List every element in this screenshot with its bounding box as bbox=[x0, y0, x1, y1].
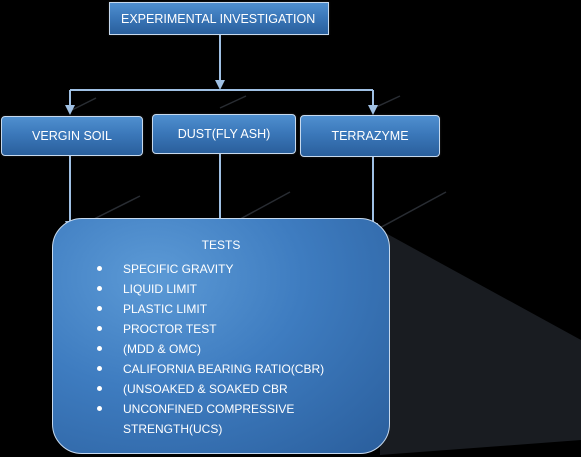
dust-fly-ash-label: DUST(FLY ASH) bbox=[177, 127, 271, 141]
tests-panel: TESTS SPECIFIC GRAVITY LIQUID LIMIT PLAS… bbox=[52, 218, 390, 454]
bullet-icon bbox=[97, 386, 102, 391]
terrazyme-box: TERRAZYME bbox=[300, 115, 440, 157]
vergin-soil-label: VERGIN SOIL bbox=[32, 129, 112, 143]
bullet-icon bbox=[97, 306, 102, 311]
bullet-icon bbox=[97, 266, 102, 271]
experimental-investigation-label: EXPERIMENTAL INVESTIGATION bbox=[121, 11, 316, 26]
experimental-investigation-box: EXPERIMENTAL INVESTIGATION bbox=[109, 2, 329, 35]
test-item-label: PROCTOR TEST bbox=[123, 322, 217, 336]
test-item: PLASTIC LIMIT bbox=[97, 299, 377, 319]
test-item: (UNSOAKED & SOAKED CBR bbox=[97, 379, 377, 399]
test-item-label: LIQUID LIMIT bbox=[123, 282, 198, 296]
shadow-streak bbox=[71, 97, 97, 111]
arrowhead bbox=[215, 80, 225, 90]
arrowhead bbox=[65, 105, 75, 115]
test-item: CALIFORNIA BEARING RATIO(CBR) bbox=[97, 359, 377, 379]
shadow-streak bbox=[219, 95, 247, 109]
bullet-icon bbox=[97, 346, 102, 351]
arrowhead bbox=[368, 105, 378, 115]
dust-fly-ash-box: DUST(FLY ASH) bbox=[152, 114, 296, 154]
test-item: SPECIFIC GRAVITY bbox=[97, 259, 377, 279]
tests-title: TESTS bbox=[201, 238, 241, 252]
test-item-label: CALIFORNIA BEARING RATIO(CBR) bbox=[123, 362, 325, 376]
tests-list: SPECIFIC GRAVITY LIQUID LIMIT PLASTIC LI… bbox=[97, 259, 377, 439]
test-item: (MDD & OMC) bbox=[97, 339, 377, 359]
test-item-label: (UNSOAKED & SOAKED CBR bbox=[123, 382, 288, 396]
test-item-label: PLASTIC LIMIT bbox=[123, 302, 208, 316]
bullet-icon bbox=[97, 326, 102, 331]
test-item: UNCONFINED COMPRESSIVE STRENGTH(UCS) bbox=[97, 399, 377, 439]
terrazyme-label: TERRAZYME bbox=[331, 129, 409, 143]
test-item-label-continued: STRENGTH(UCS) bbox=[123, 422, 223, 436]
bullet-icon bbox=[97, 286, 102, 291]
test-item: PROCTOR TEST bbox=[97, 319, 377, 339]
panel-shadow bbox=[380, 230, 581, 455]
test-item-label: UNCONFINED COMPRESSIVE bbox=[123, 402, 295, 416]
test-item: LIQUID LIMIT bbox=[97, 279, 377, 299]
bullet-icon bbox=[97, 406, 102, 411]
arrowheads bbox=[65, 80, 378, 234]
test-item-label: (MDD & OMC) bbox=[123, 342, 201, 356]
shadow-streak bbox=[373, 95, 401, 109]
bullet-icon bbox=[97, 366, 102, 371]
shadow-streak bbox=[375, 191, 447, 231]
vergin-soil-box: VERGIN SOIL bbox=[1, 116, 143, 156]
test-item-label: SPECIFIC GRAVITY bbox=[123, 262, 234, 276]
